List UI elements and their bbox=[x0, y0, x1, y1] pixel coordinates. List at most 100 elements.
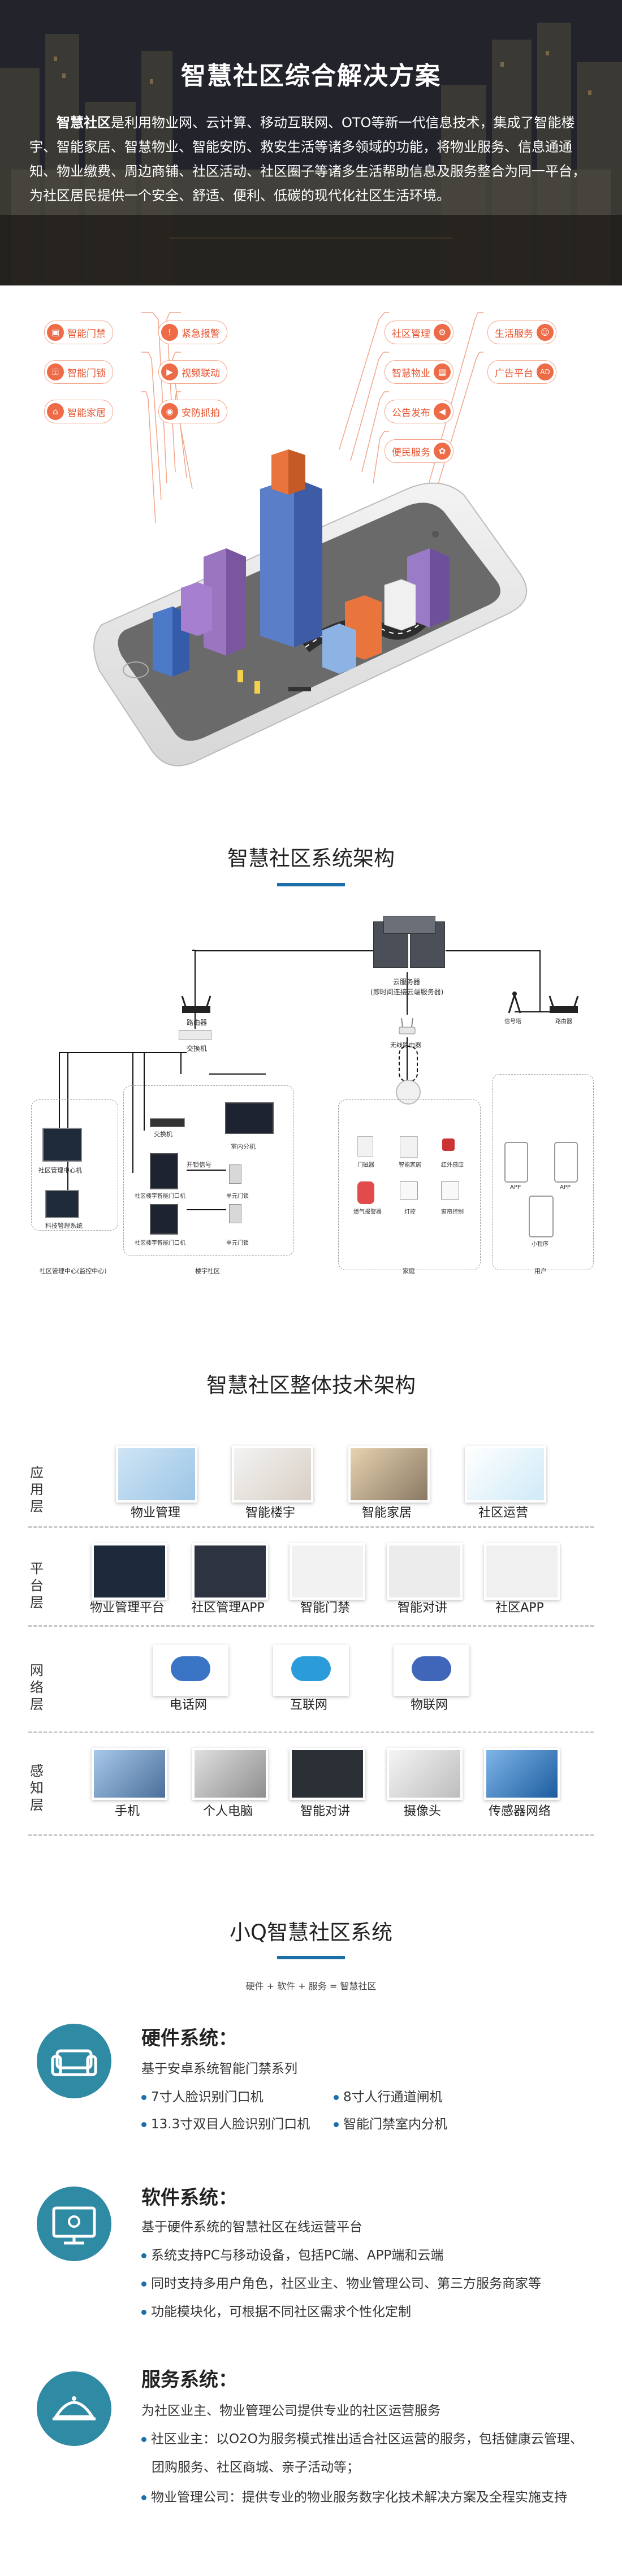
network-tile-internet bbox=[273, 1645, 349, 1696]
tag-label: 安防抓拍 bbox=[182, 407, 220, 419]
wireless-link bbox=[399, 1046, 418, 1082]
phone-app-1 bbox=[504, 1142, 528, 1183]
cloud-server-label: 云服务器 bbox=[393, 978, 421, 986]
phone-app-1-label: APP bbox=[510, 1184, 521, 1190]
arch-title-underline bbox=[277, 883, 345, 886]
sensor-tile-pc bbox=[192, 1748, 268, 1800]
home-item-5: 灯控 bbox=[404, 1209, 416, 1215]
tag-smart-door: ▣ 智能门禁 bbox=[44, 321, 113, 344]
sensor-caption-network: 传感器网络 bbox=[488, 1804, 551, 1819]
tag-label: 智能门锁 bbox=[67, 367, 106, 379]
home-group bbox=[338, 1099, 481, 1270]
mini-program-phone bbox=[529, 1196, 554, 1237]
tag-label: 智能家居 bbox=[67, 407, 106, 419]
signal-tower-icon bbox=[508, 992, 521, 1014]
user-group-caption: 用户 bbox=[534, 1267, 547, 1275]
layer-divider bbox=[28, 1834, 594, 1836]
management-center-caption: 社区管理中心(监控中心) bbox=[40, 1267, 107, 1275]
door-lock-2-label: 单元门锁 bbox=[226, 1240, 249, 1246]
layer-divider bbox=[28, 1625, 594, 1627]
platform-tile-community-app bbox=[484, 1543, 560, 1600]
arch-section-title: 智慧社区系统架构 bbox=[227, 846, 395, 871]
platform-caption-intercom: 智能对讲 bbox=[397, 1601, 447, 1615]
app-caption-home: 智能家居 bbox=[361, 1506, 412, 1520]
home-item-4: 燃气报警器 bbox=[353, 1209, 382, 1215]
home-group-caption: 家庭 bbox=[403, 1267, 415, 1275]
tag-notice-publish: 公告发布 ◀ bbox=[385, 400, 453, 423]
video-icon: ▶ bbox=[161, 363, 178, 380]
platform-tile-property bbox=[92, 1543, 167, 1600]
tag-label: 便民服务 bbox=[392, 447, 430, 458]
tag-label: 视频联动 bbox=[182, 367, 220, 379]
user-router-label: 路由器 bbox=[555, 1019, 572, 1025]
sensor-tile-intercom bbox=[290, 1748, 365, 1800]
system-architecture-diagram: 云服务器 (即时间连接云端服务器) 路由器 交换机 社区管理中心机 科技管理系统… bbox=[0, 904, 622, 1317]
service-bullet-2: 物业管理公司：提供专业的物业服务数字化技术解决方案及全程实施支持 bbox=[141, 2486, 567, 2505]
app-tile-operation bbox=[465, 1446, 546, 1503]
home-item-3: 红外感应 bbox=[441, 1162, 464, 1168]
user-router-icon bbox=[548, 995, 579, 1013]
service-icon: ✿ bbox=[434, 443, 451, 460]
door-station-2 bbox=[150, 1204, 178, 1235]
platform-caption-community-app: 社区APP bbox=[495, 1601, 544, 1615]
app-tile-building bbox=[232, 1446, 313, 1503]
sensor-caption-camera: 摄像头 bbox=[403, 1804, 441, 1819]
cloud-server bbox=[373, 916, 446, 972]
tag-convenience-service: 便民服务 ✿ bbox=[385, 439, 453, 463]
network-caption-internet: 互联网 bbox=[290, 1698, 327, 1712]
switch-label: 交换机 bbox=[187, 1045, 208, 1053]
home-item-1: 门磁器 bbox=[357, 1162, 374, 1168]
tech-system-label: 科技管理系统 bbox=[45, 1222, 83, 1229]
management-center-group bbox=[31, 1099, 118, 1231]
service-bullet-1: 社区业主：以O2O为服务模式推出适合社区运营的服务，包括健康云管理、 bbox=[141, 2428, 583, 2447]
app-caption-property: 物业管理 bbox=[130, 1506, 180, 1520]
tag-emergency-alarm: ! 紧急报警 bbox=[158, 321, 227, 344]
layer-label-platform: 平台层 bbox=[30, 1561, 44, 1610]
signal-tower-label: 信号塔 bbox=[504, 1019, 521, 1025]
platform-tile-access bbox=[290, 1543, 365, 1600]
life-icon: ☺ bbox=[537, 324, 554, 341]
platform-caption-access: 智能门禁 bbox=[300, 1601, 350, 1615]
mini-program-label: 小程序 bbox=[532, 1241, 548, 1248]
door-lock-1-label: 单元门锁 bbox=[226, 1193, 249, 1200]
service-heading: 服务系统： bbox=[141, 2369, 237, 2391]
tag-label: 公告发布 bbox=[392, 407, 430, 419]
service-bullet-1-continued: 团购服务、社区商城、亲子活动等； bbox=[152, 2460, 360, 2475]
hardware-bullet-2: 8寸人行通道闸机 bbox=[334, 2086, 443, 2105]
indoor-unit-label: 室内分机 bbox=[231, 1143, 256, 1150]
hero-banner: 智慧社区综合解决方案 智慧社区是利用物业网、云计算、移动互联网、OTO等新一代信… bbox=[0, 0, 622, 285]
software-icon bbox=[37, 2187, 111, 2261]
tag-label: 智能门禁 bbox=[67, 328, 106, 340]
phone-app-2-label: APP bbox=[560, 1184, 571, 1190]
settings-icon: ⚙ bbox=[434, 324, 451, 341]
smart-community-illustration: ▣ 智能门禁 ⚿ 智能门锁 ⌂ 智能家居 ! 紧急报警 ▶ 视频联动 ◉ 安防抓… bbox=[0, 285, 622, 808]
tag-ad-platform: 广告平台 AD bbox=[487, 360, 556, 384]
management-terminal-label: 社区管理中心机 bbox=[38, 1167, 82, 1174]
door-lock-1 bbox=[229, 1164, 241, 1184]
tech-system-screen bbox=[45, 1190, 79, 1218]
service-subtitle: 为社区业主、物业管理公司提供专业的社区运营服务 bbox=[141, 2404, 440, 2418]
management-terminal bbox=[42, 1128, 82, 1162]
sensor-tile-mobile bbox=[92, 1748, 167, 1800]
home-icon: ⌂ bbox=[47, 403, 64, 420]
door-station-2-label: 社区楼宇智能门口机 bbox=[135, 1240, 185, 1246]
building-icon: ▤ bbox=[434, 363, 451, 380]
alarm-icon: ! bbox=[161, 324, 178, 341]
software-bullet-2: 同时支持多用户角色，社区业主、物业管理公司、第三方服务商家等 bbox=[141, 2272, 541, 2292]
unlock-signal-label: 开锁信号 bbox=[187, 1161, 211, 1168]
app-tile-property bbox=[116, 1446, 197, 1503]
app-caption-operation: 社区运营 bbox=[478, 1506, 528, 1520]
software-subtitle: 基于硬件系统的智慧社区在线运营平台 bbox=[141, 2220, 362, 2235]
speaker-icon: ◀ bbox=[434, 403, 451, 420]
app-caption-building: 智能楼宇 bbox=[245, 1506, 295, 1520]
tag-label: 紧急报警 bbox=[182, 328, 220, 340]
door-icon: ▣ bbox=[47, 324, 64, 341]
sensor-caption-pc: 个人电脑 bbox=[202, 1804, 253, 1819]
home-item-2: 智能家居 bbox=[399, 1162, 421, 1168]
sensor-tile-network bbox=[484, 1748, 560, 1800]
software-bullet-3: 功能模块化，可根据不同社区需求个性化定制 bbox=[141, 2301, 411, 2320]
building-group bbox=[123, 1085, 294, 1256]
hero-title: 智慧社区综合解决方案 bbox=[181, 62, 441, 90]
service-icon bbox=[37, 2371, 111, 2446]
tag-label: 广告平台 bbox=[495, 367, 533, 379]
